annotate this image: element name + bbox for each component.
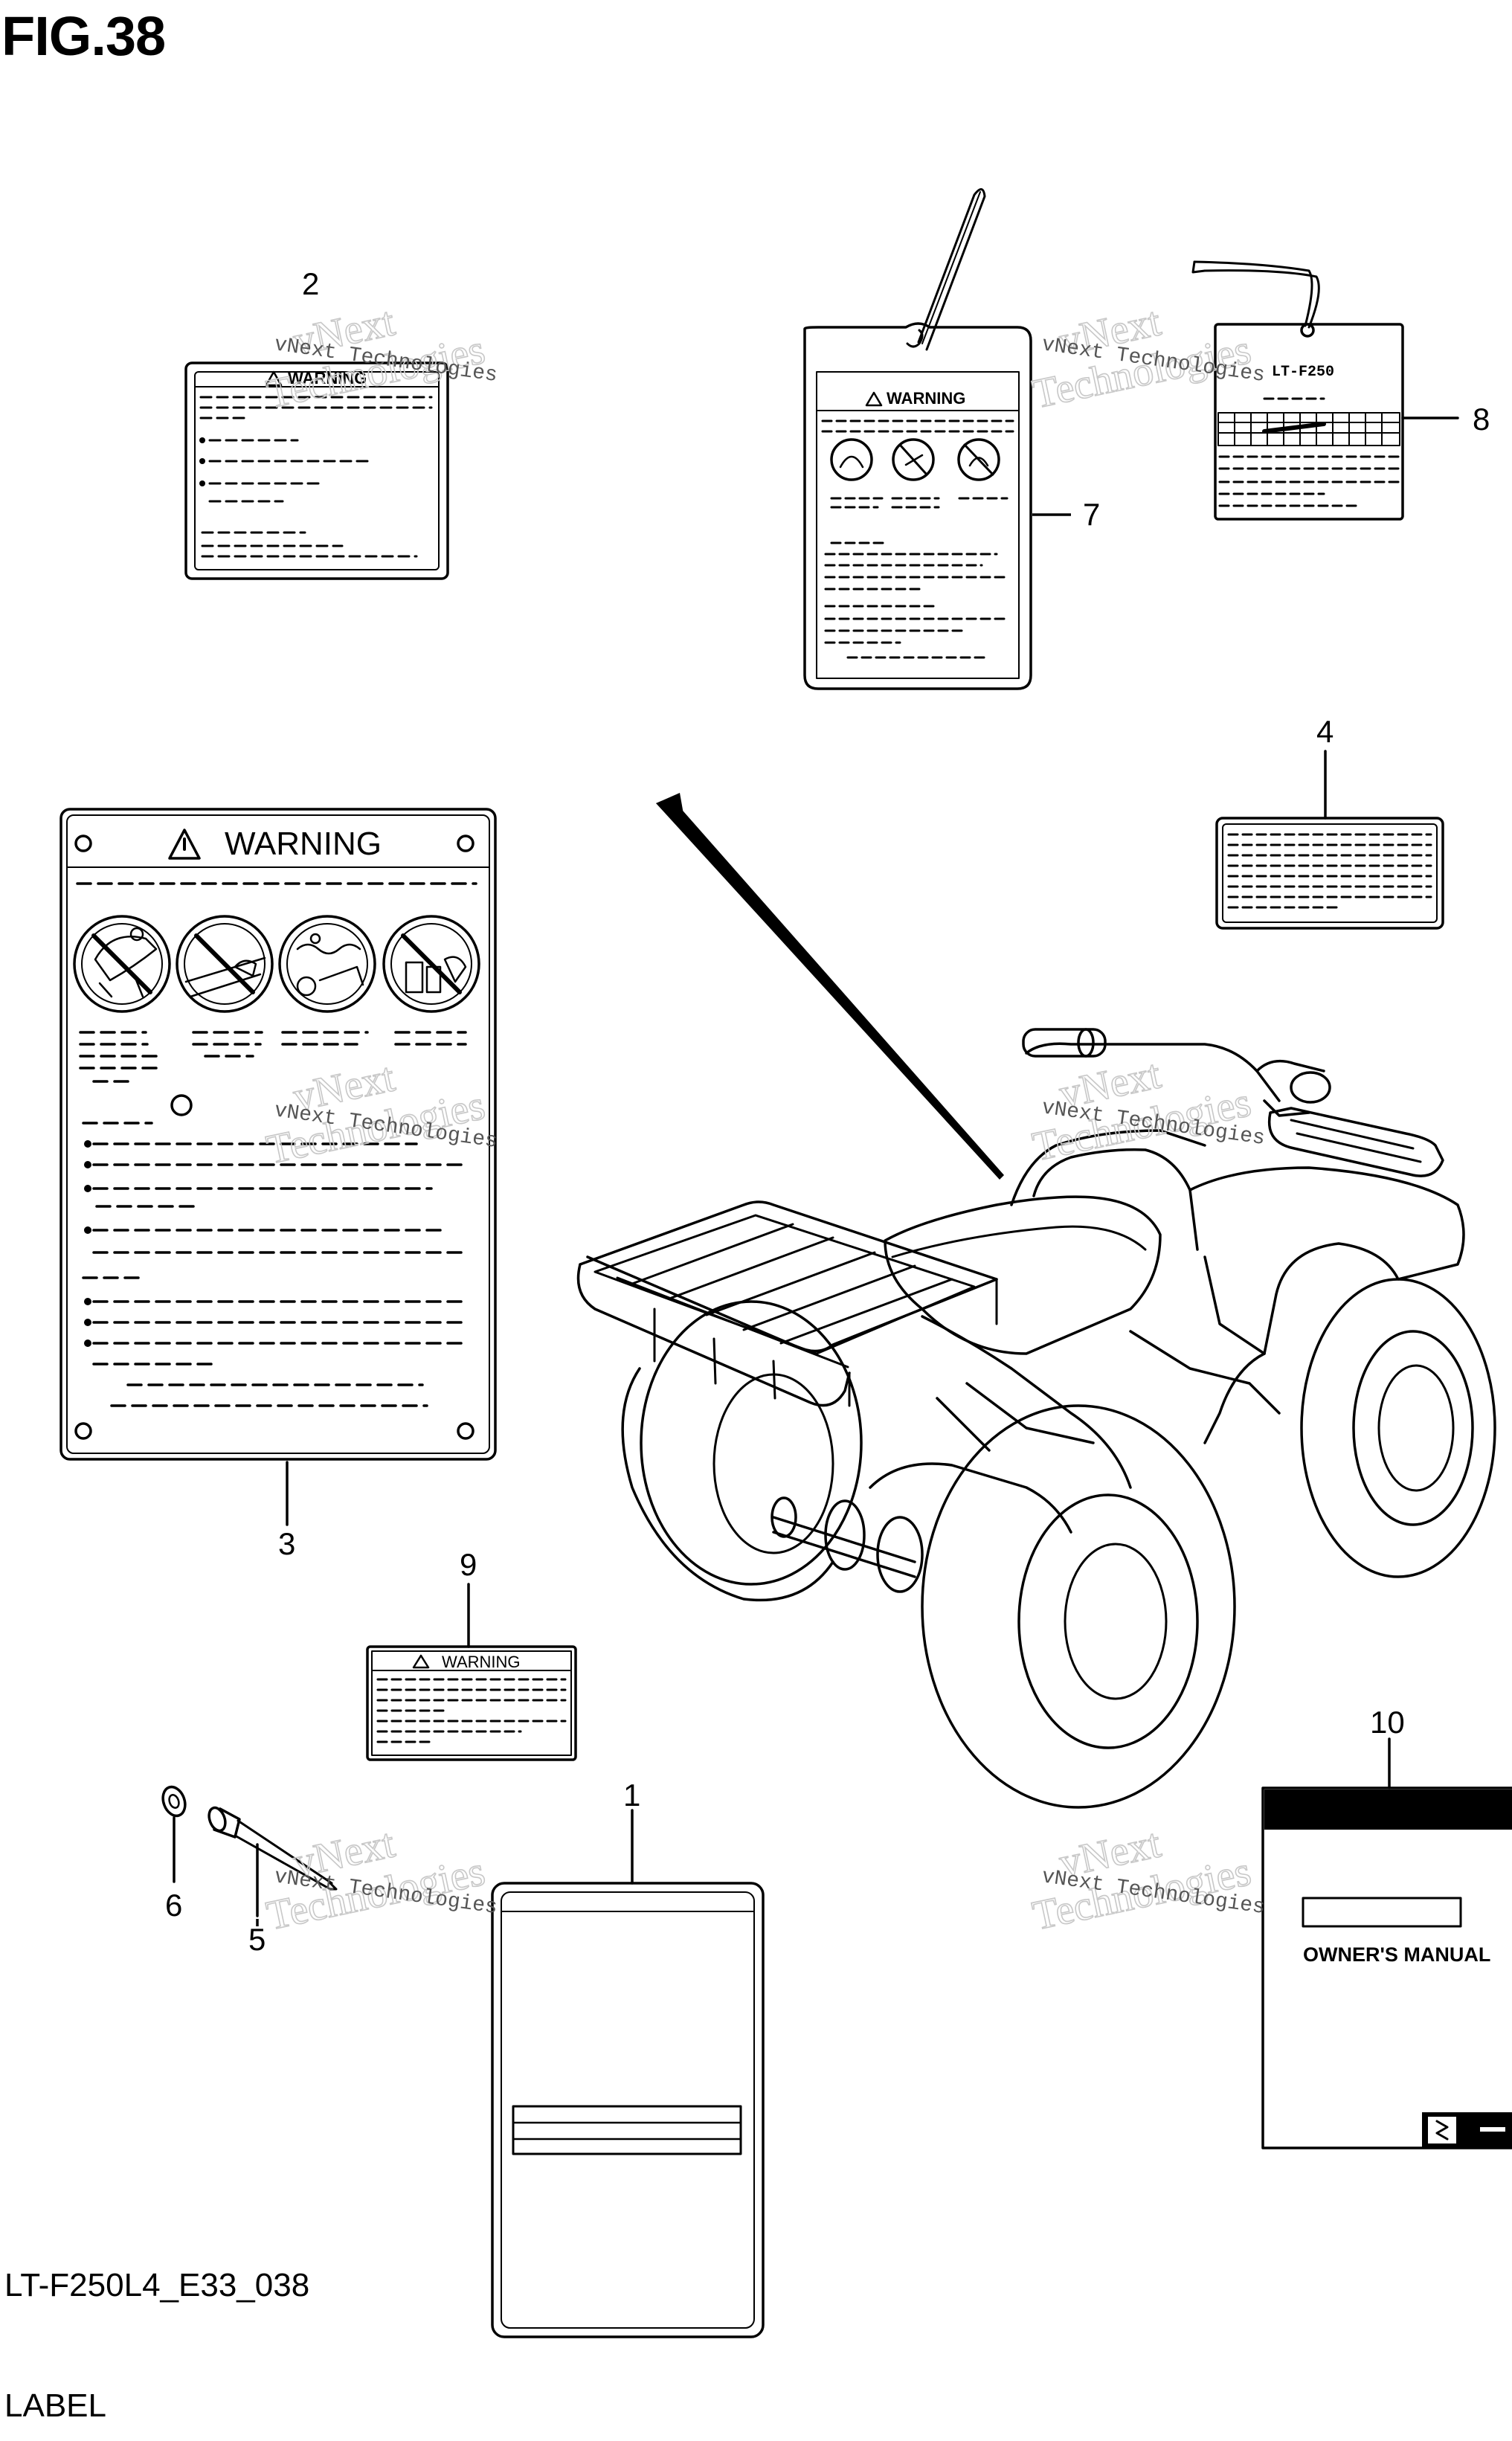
label-8-model-tag xyxy=(1191,260,1404,521)
diagram-code: LT-F250L4_E33_038 xyxy=(4,2267,310,2303)
part-10-owners-manual xyxy=(1261,1786,1512,2149)
watermark-group: vNext Technologies vNext Technologies vN… xyxy=(262,298,1266,1940)
callout-numbers: 2 7 8 4 3 9 1 6 5 10 xyxy=(165,266,1490,1957)
part-5-rivet xyxy=(208,1806,338,1891)
no-passenger-icon xyxy=(73,915,171,1013)
callout-6: 6 xyxy=(165,1888,182,1923)
callout-1: 1 xyxy=(623,1778,640,1813)
pointer-wedge xyxy=(656,799,1004,1180)
label-4-sticker xyxy=(1215,817,1444,930)
label-2-warning-text: WARNING xyxy=(288,369,367,387)
label-9-warning-text: WARNING xyxy=(442,1653,521,1671)
callout-8: 8 xyxy=(1473,402,1490,437)
figure-title: FIG.38 xyxy=(1,5,166,67)
no-water-crossing-icon xyxy=(278,915,376,1013)
callout-10: 10 xyxy=(1370,1705,1405,1740)
label-3-warning-text: WARNING xyxy=(225,826,382,862)
callout-7: 7 xyxy=(1083,497,1100,532)
callout-5: 5 xyxy=(248,1922,266,1957)
callout-4: 4 xyxy=(1316,714,1334,749)
label-8-model-text: LT-F250 xyxy=(1272,364,1334,381)
label-texts: WARNING WARNING LT-F250 WARNING WARNING … xyxy=(225,364,1490,1966)
label-3-large-warning xyxy=(59,808,497,1461)
label-7-hang-tag xyxy=(803,188,1032,690)
no-paved-road-icon xyxy=(176,915,274,1013)
manual-title-text: OWNER'S MANUAL xyxy=(1303,1943,1490,1966)
callout-9: 9 xyxy=(460,1547,477,1582)
no-alcohol-icon xyxy=(382,915,480,1013)
label-7-warning-text: WARNING xyxy=(887,389,965,408)
atv-illustration xyxy=(576,1028,1496,1809)
label-9-warning-sticker xyxy=(366,1645,577,1761)
diagram-caption: LABEL xyxy=(4,2387,106,2424)
label-1-sticker xyxy=(491,1882,765,2338)
part-6-washer xyxy=(161,1785,187,1818)
callout-2: 2 xyxy=(302,266,319,301)
label-2-warning-sticker xyxy=(184,361,449,580)
callout-3: 3 xyxy=(278,1526,295,1561)
